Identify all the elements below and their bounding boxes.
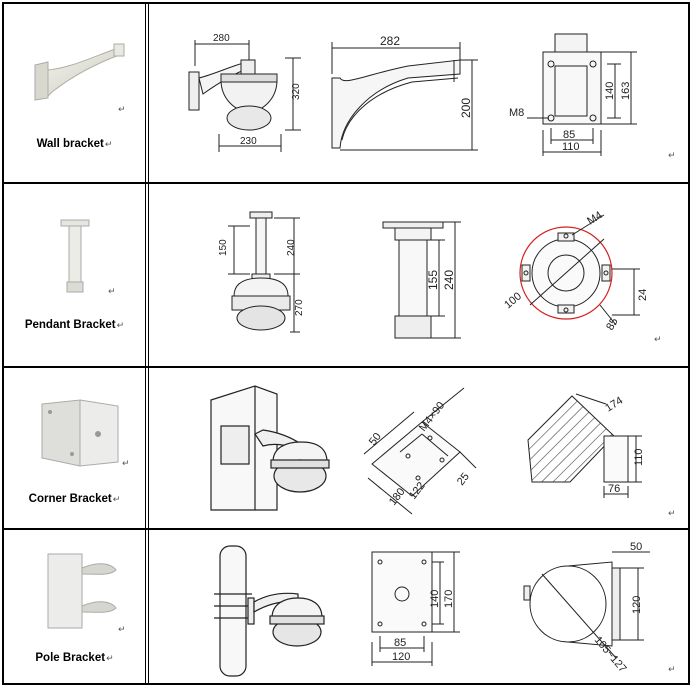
dim-lower-h: 270: [294, 299, 305, 316]
dim-pipe-len: 150: [218, 239, 229, 256]
pole-plate-drawing: 140 170 85 120: [371, 551, 460, 666]
dim-top-d76: 76: [608, 483, 620, 495]
dim-clamp-h: 120: [631, 596, 643, 614]
dim-pole-plate-h1: 140: [429, 590, 441, 608]
return-mark: ↵: [668, 664, 676, 674]
dim-pole-plate-w1: 85: [394, 637, 406, 649]
pole-clamp-drawing: 50 120 105~127: [523, 541, 650, 675]
dim-tube-h1: 155: [426, 270, 440, 290]
table-border-top: [2, 2, 690, 4]
dim-flange-pcd: 85: [604, 316, 621, 333]
corner-bracket-label: Corner Bracket↵: [28, 493, 121, 505]
pendant-bracket-photo: [60, 219, 90, 293]
dim-pole-plate-w2: 120: [392, 651, 410, 663]
dim-plate-h2: 163: [620, 82, 632, 100]
column-divider: [145, 2, 146, 685]
return-mark: ↵: [668, 150, 676, 160]
dim-upper-h: 240: [286, 239, 297, 256]
return-mark: ↵: [108, 286, 116, 296]
wall-bracket-photo: [34, 43, 125, 101]
corner-plate-drawing: M4×90 50 122 180 25: [363, 387, 477, 515]
pole-bracket-photo: [47, 553, 117, 629]
return-mark: ↵: [122, 458, 130, 468]
wall-bracket-front-drawing: 280 320 230: [188, 33, 302, 152]
dim-height: 320: [291, 83, 302, 100]
dim-side-length: 282: [380, 34, 400, 48]
dim-tube-h2: 240: [442, 270, 456, 290]
table-border-right: [688, 2, 690, 685]
dim-bottom-width: 230: [240, 136, 257, 147]
dim-top-d110: 110: [633, 448, 645, 466]
dim-plate-h1: 140: [604, 82, 616, 100]
dim-plate-bolt: M8: [509, 107, 524, 119]
pole-bracket-label: Pole Bracket↵: [35, 652, 114, 664]
dim-plate-w1: 85: [563, 129, 575, 141]
corner-mount-drawing: [210, 385, 330, 511]
wall-bracket-plate-drawing: M8 140 163 85 110: [509, 33, 637, 156]
wall-bracket-side-drawing: 282 200: [331, 34, 478, 151]
pendant-bracket-label: Pendant Bracket↵: [24, 319, 125, 331]
dim-pole-plate-h2: 170: [443, 590, 455, 608]
wall-bracket-label: Wall bracket↵: [36, 138, 113, 150]
table-border-left: [2, 2, 4, 685]
dim-flange-dia: 100: [502, 290, 524, 311]
dim-d50: 50: [367, 431, 384, 448]
table-border-bottom: [2, 683, 690, 685]
return-mark: ↵: [668, 508, 676, 518]
return-mark: ↵: [118, 104, 126, 114]
dim-side-height: 200: [459, 98, 473, 118]
dim-flange-gap: 24: [637, 289, 649, 301]
row-divider-2: [2, 366, 690, 368]
dim-top-width: 280: [213, 33, 230, 44]
dim-top-d174: 174: [603, 395, 625, 415]
pendant-flange-drawing: M4 100 24 85: [502, 209, 649, 333]
column-divider-inner: [148, 2, 149, 685]
dim-plate-w2: 110: [562, 141, 580, 153]
dim-corner-bolt: M4×90: [417, 400, 447, 434]
pole-mount-drawing: [214, 545, 325, 677]
return-mark: ↵: [118, 624, 126, 634]
corner-top-drawing: 174 110 76: [527, 393, 645, 498]
corner-bracket-photo: [41, 399, 119, 467]
pendant-side-drawing: 150 240 270: [218, 211, 305, 333]
dim-d25: 25: [455, 471, 472, 488]
row-divider-1: [2, 182, 690, 184]
pendant-tube-drawing: 155 240: [382, 221, 461, 339]
row-divider-3: [2, 528, 690, 530]
return-mark: ↵: [654, 334, 662, 344]
dim-clamp-depth: 50: [630, 541, 642, 553]
